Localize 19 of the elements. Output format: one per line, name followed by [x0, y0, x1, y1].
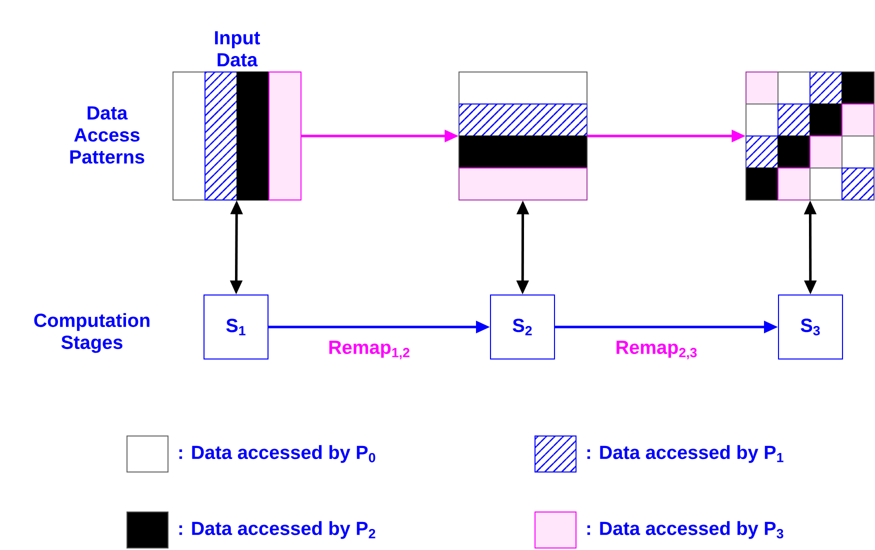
heading: Input Data [215, 31, 260, 66]
legend-text: : Data accessed by P$_{1}$ [587, 445, 784, 463]
legend-text: : Data accessed by P$_{2}$ [179, 521, 376, 539]
matrix-drawing [746, 136, 874, 200]
stage-box: S$_{1}$ [204, 294, 268, 360]
matrix-drawing [746, 72, 874, 200]
matrix-drawing [172, 72, 206, 200]
edge-label: Remap$_{1,2}$ [329, 340, 410, 360]
stage-box: S$_{2}$ [490, 294, 555, 360]
matrix-drawing [458, 72, 588, 104]
row-label: Computation Stages [34, 313, 150, 353]
matrix-drawing [458, 72, 588, 200]
legend-text: : Data accessed by P$_{3}$ [587, 521, 784, 539]
matrix-drawing [778, 104, 874, 136]
matrix-drawing [746, 72, 810, 104]
row-label: Data Access Patterns [70, 106, 144, 164]
legend-text: : Data accessed by P$_{0}$ [179, 445, 376, 463]
stage-box: S$_{3}$ [778, 294, 843, 360]
edge-label: Remap$_{2,3}$ [616, 340, 697, 360]
